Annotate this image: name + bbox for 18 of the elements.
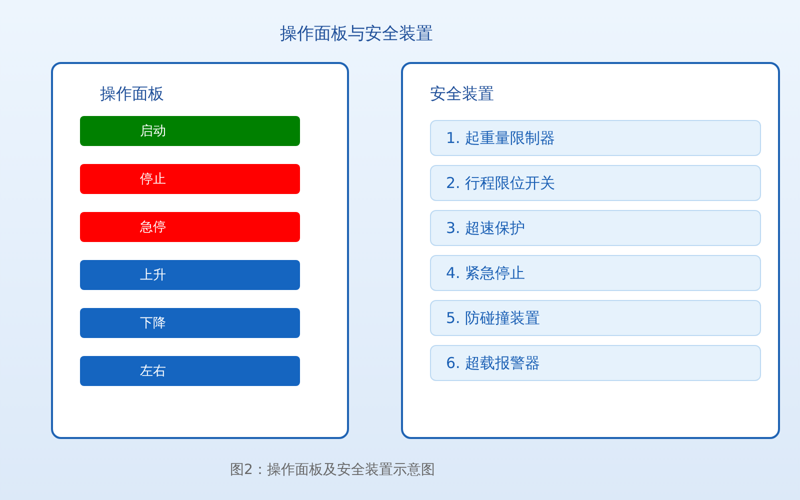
control-button: 停止	[80, 164, 300, 194]
control-button: 上升	[80, 260, 300, 290]
diagram-title: 操作面板与安全装置	[280, 23, 433, 45]
panel	[51, 62, 349, 439]
control-button: 急停	[80, 212, 300, 242]
list-item: 3. 超速保护	[430, 210, 761, 246]
control-button: 左右	[80, 356, 300, 386]
list-item: 6. 超载报警器	[430, 345, 761, 381]
panel	[401, 62, 780, 439]
control-button: 下降	[80, 308, 300, 338]
list-item: 5. 防碰撞装置	[430, 300, 761, 336]
control-button: 启动	[80, 116, 300, 146]
figure-caption: 图2：操作面板及安全装置示意图	[230, 461, 435, 479]
list-item: 4. 紧急停止	[430, 255, 761, 291]
panel-heading: 安全装置	[430, 84, 494, 105]
list-item: 2. 行程限位开关	[430, 165, 761, 201]
list-item: 1. 起重量限制器	[430, 120, 761, 156]
panel-heading: 操作面板	[100, 84, 164, 105]
